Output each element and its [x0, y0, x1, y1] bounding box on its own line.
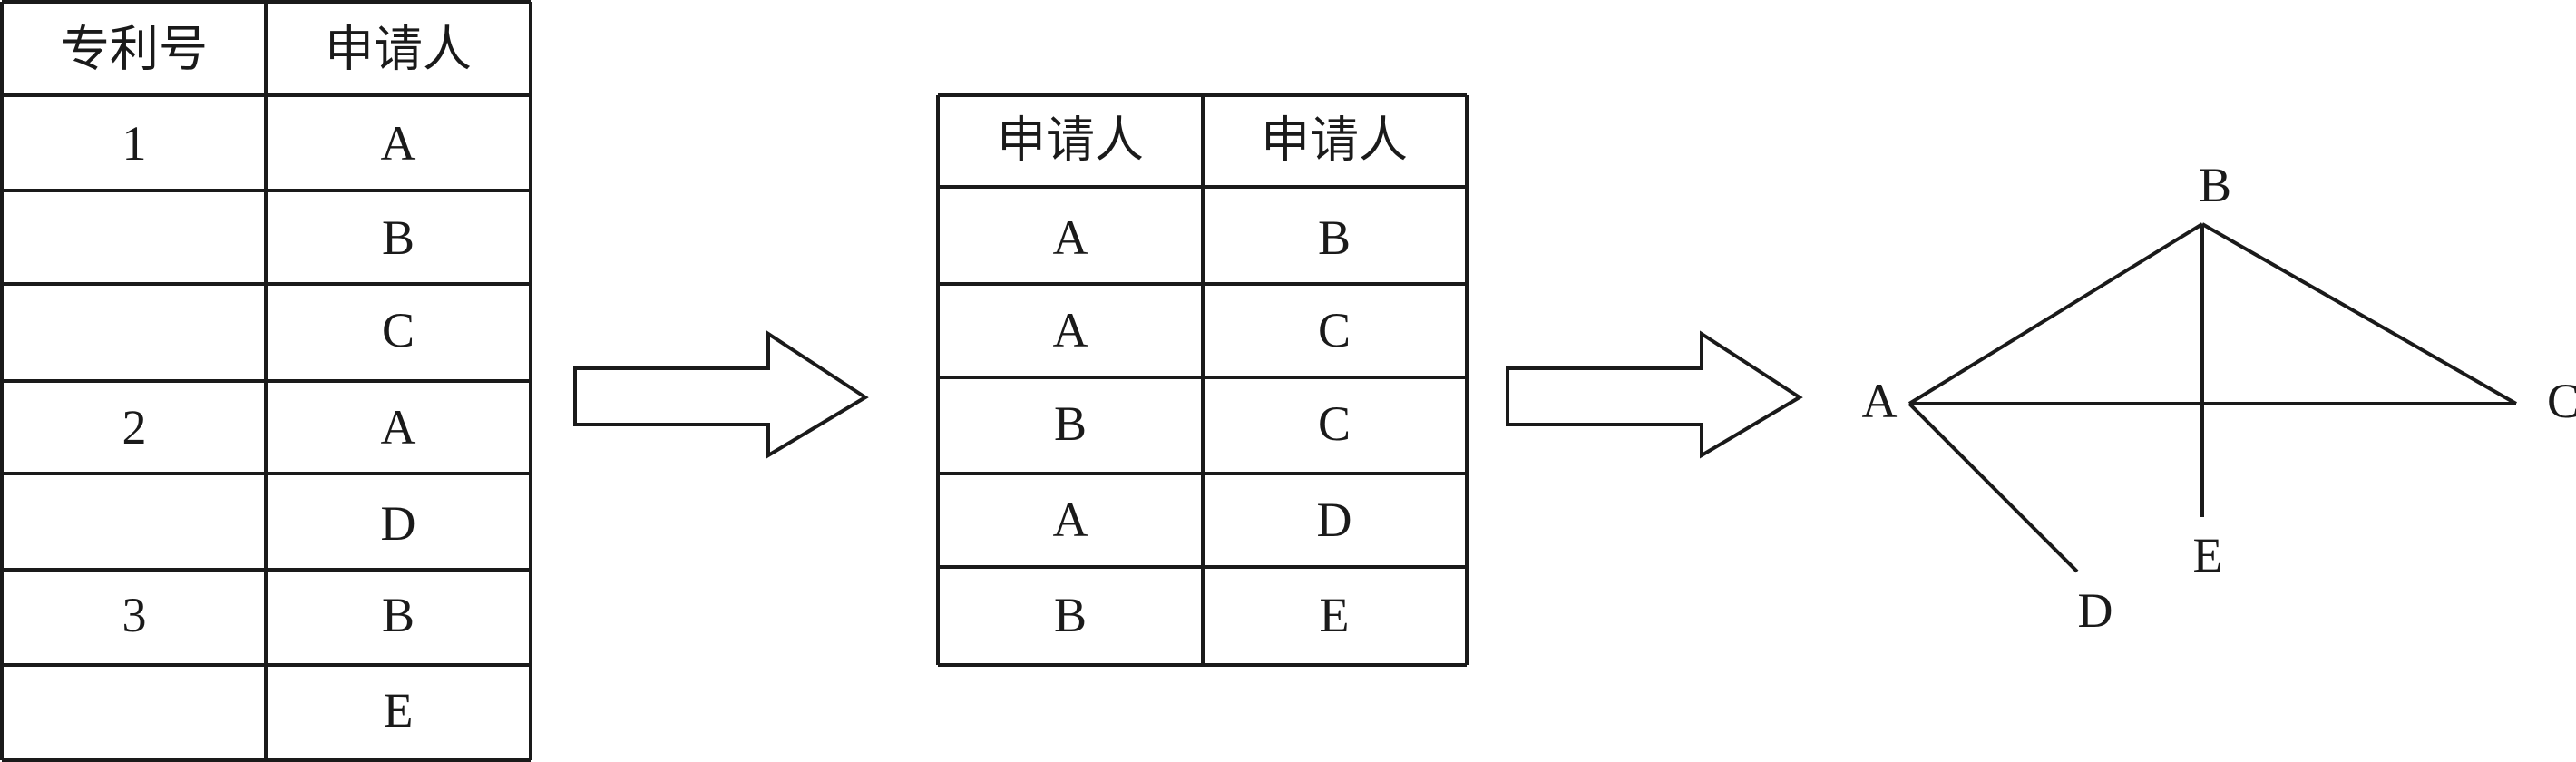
edge-a-d: [1908, 402, 2079, 573]
edge-a-b: [1908, 222, 2204, 405]
right-arrow-icon: [1506, 330, 1803, 459]
patent-table-cell: E: [384, 683, 414, 738]
node-a-label: A: [1862, 374, 1898, 428]
pair-table-cell: B: [1318, 210, 1351, 265]
pair-table-grid: [936, 93, 1469, 667]
patent-table-cell: A: [381, 400, 416, 454]
applicant-network-graph: A B C D E: [1862, 158, 2576, 638]
patent-table-cell: D: [381, 496, 416, 551]
pair-table-cell: D: [1317, 493, 1352, 547]
pair-table-cell: A: [1053, 303, 1088, 357]
patent-table-header-applicant: 申请人: [325, 21, 472, 78]
patent-applicant-table: 专利号 申请人 1 A B C 2 A D 3 B E: [0, 0, 532, 762]
pair-table-cell: B: [1054, 396, 1087, 451]
patent-table-cell: C: [382, 303, 415, 357]
patent-table-grid: [0, 0, 532, 762]
pair-table-header-applicant-1: 申请人: [997, 112, 1144, 169]
applicant-pair-table: 申请人 申请人 A B A C B C A D B E: [936, 93, 1469, 667]
node-b-label: B: [2199, 158, 2231, 212]
pair-table-cell: C: [1318, 396, 1351, 451]
pair-table-cell: A: [1053, 493, 1088, 547]
node-d-label: D: [2078, 583, 2113, 638]
node-e-label: E: [2193, 528, 2223, 582]
patent-table-cell: B: [382, 588, 415, 642]
edge-b-c: [2201, 222, 2517, 405]
patent-table-header-patent-no: 专利号: [61, 21, 208, 78]
right-arrow-icon: [573, 330, 869, 459]
pair-table-cell: B: [1054, 588, 1087, 642]
patent-table-cell: A: [381, 116, 416, 171]
pair-table-cell: E: [1320, 588, 1350, 642]
node-c-label: C: [2547, 374, 2576, 428]
patent-table-cell: 1: [122, 116, 147, 171]
pair-table-header-applicant-2: 申请人: [1261, 112, 1408, 169]
patent-table-cell: B: [382, 210, 415, 265]
pair-table-cell: C: [1318, 303, 1351, 357]
patent-table-cell: 2: [122, 400, 147, 454]
patent-table-cell: 3: [122, 588, 147, 642]
pair-table-cell: A: [1053, 210, 1088, 265]
